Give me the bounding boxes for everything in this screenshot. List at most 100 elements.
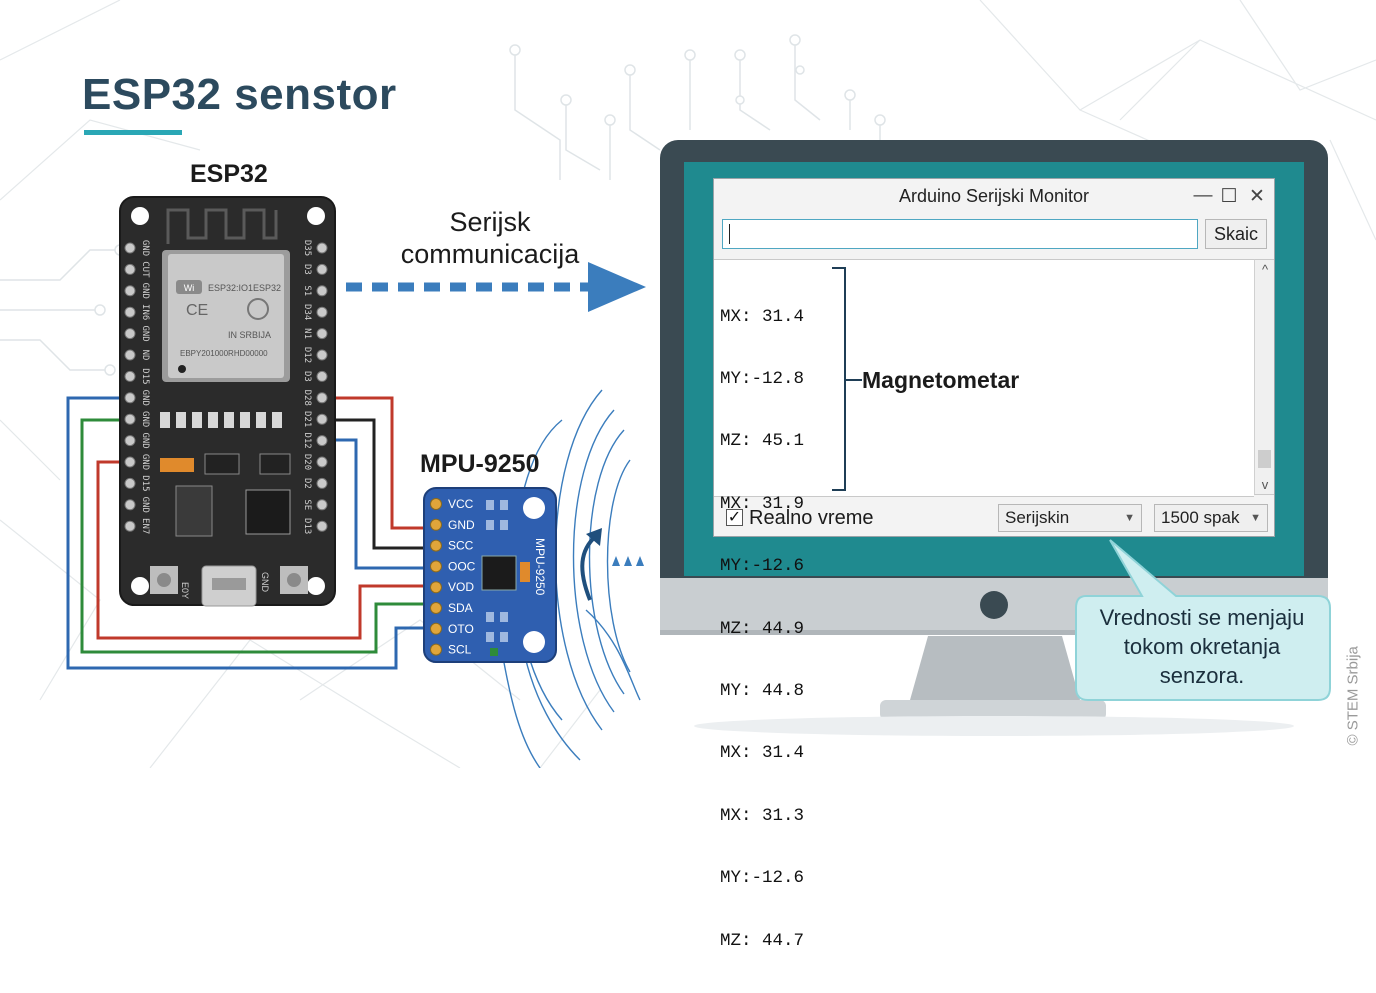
wire-black <box>322 418 428 550</box>
mpu-pin <box>430 518 442 531</box>
svg-text:CE: CE <box>186 302 208 319</box>
wire-blue-outer <box>66 396 428 670</box>
header-pin-label: D3 <box>302 264 312 275</box>
output-line: MY:-12.6 <box>720 868 805 889</box>
header-pin <box>316 520 328 532</box>
header-pin <box>124 306 136 318</box>
header-pin <box>316 370 328 382</box>
header-pin-label: GND <box>140 240 150 256</box>
header-pin <box>316 285 328 297</box>
window-titlebar[interactable]: Arduino Serijski Monitor — ☐ ✕ <box>714 179 1274 213</box>
background-pattern <box>0 0 1376 768</box>
serial-communication-line1: Serijsk <box>449 207 531 237</box>
header-pin-label: D12 <box>302 347 312 363</box>
chevron-up-icon[interactable]: ^ <box>1261 262 1269 277</box>
callout-bubble <box>1075 539 1331 701</box>
header-pin-label: GND <box>140 497 150 513</box>
module-origin-text: IN SRBIJA <box>228 330 271 340</box>
header-pin-label: D3 <box>302 371 312 382</box>
callout-line1: Vrednosti se menjaju <box>1099 605 1305 630</box>
output-line: MY: 44.8 <box>720 680 805 701</box>
header-pin-label: EN7 <box>140 518 150 534</box>
mpu-pin-label: OOC <box>448 559 476 573</box>
callout-line3: senzora. <box>1159 663 1245 688</box>
annotation-bracket <box>832 267 846 491</box>
header-pin <box>124 392 136 404</box>
header-pin-label: GND <box>140 390 150 406</box>
close-icon[interactable]: ✕ <box>1249 186 1265 207</box>
header-pin <box>316 349 328 361</box>
header-pin-label: D35 <box>302 240 312 256</box>
header-pin-label: D34 <box>302 304 312 320</box>
header-pin <box>124 435 136 447</box>
realtime-checkbox[interactable]: ✓ <box>726 509 743 526</box>
text-caret <box>729 224 730 244</box>
esp32-label: ESP32 <box>190 160 268 188</box>
header-pin-label: SE <box>302 499 312 510</box>
output-line: MY:-12.6 <box>720 556 805 577</box>
esp32-left-header: GNDCUTGNDIN6GNDNDD15GNDGNDGNDGNDD15GNDEN… <box>124 240 150 534</box>
baud-rate-value: 1500 spak <box>1161 508 1240 527</box>
output-line: MZ: 44.9 <box>720 618 805 639</box>
minimize-icon[interactable]: — <box>1193 185 1213 206</box>
header-pin-label: D15 <box>140 368 150 384</box>
mpu-pin <box>430 622 442 635</box>
output-line: MX: 31.4 <box>720 306 805 327</box>
baud-rate-select[interactable]: 1500 spak ▼ <box>1154 504 1268 532</box>
line-ending-value: Serijskin <box>1005 508 1070 527</box>
mpu-pin-label: SDA <box>448 601 473 615</box>
mpu-pin-label: OTO <box>448 622 474 636</box>
maximize-icon[interactable]: ☐ <box>1220 186 1238 207</box>
header-pin <box>124 456 136 468</box>
button-right-label: GND <box>260 572 270 593</box>
mpu-pin-label: VCC <box>448 497 474 511</box>
header-pin <box>124 349 136 361</box>
header-pin <box>124 499 136 511</box>
window-title: Arduino Serijski Monitor <box>898 186 1090 206</box>
header-pin <box>316 413 328 425</box>
header-pin <box>124 242 136 254</box>
output-line: MY:-12.8 <box>720 368 805 389</box>
header-pin-label: D20 <box>302 454 312 470</box>
header-pin-label: D15 <box>140 475 150 491</box>
realtime-checkbox-label: Realno vreme <box>749 507 874 529</box>
chevron-down-icon[interactable]: v <box>1261 477 1269 492</box>
header-pin-label: CUT <box>140 261 150 278</box>
serial-input[interactable] <box>722 219 1198 249</box>
output-scrollbar[interactable]: ^ v <box>1254 259 1274 495</box>
communication-arrow <box>346 262 646 312</box>
serial-monitor-window: Arduino Serijski Monitor — ☐ ✕ Skaic ^ v… <box>713 178 1275 951</box>
header-pin-label: D12 <box>302 432 312 448</box>
header-pin <box>316 435 328 447</box>
header-pin <box>124 520 136 532</box>
header-pin <box>124 285 136 297</box>
mpu-pin <box>430 581 442 594</box>
wire-red-right <box>322 396 428 530</box>
header-pin-label: S1 <box>302 285 312 296</box>
serial-communication-label: Serijsk communicacija <box>380 206 600 270</box>
header-pin <box>316 242 328 254</box>
send-button[interactable]: Skaic <box>1205 219 1267 249</box>
mpu-pin-label: SCL <box>448 643 472 657</box>
mpu-pin <box>430 539 442 552</box>
mpu-pin <box>430 498 442 510</box>
line-ending-select[interactable]: Serijskin ▼ <box>998 504 1142 532</box>
header-pin-label: N1 <box>302 328 312 339</box>
mpu-pin-label: VOD <box>448 580 474 594</box>
output-line: MX: 31.3 <box>720 805 805 826</box>
header-pin-label: D28 <box>302 390 312 406</box>
header-pin <box>316 328 328 340</box>
mpu-pin-label: SCC <box>448 539 474 553</box>
wire-blue-right <box>322 438 428 570</box>
callout-text: Vrednosti se menjaju tokom okretanja sen… <box>1086 603 1318 690</box>
output-line: MX: 31.9 <box>720 493 805 514</box>
module-brand-text: ESP32:IO1ESP32 <box>208 283 281 293</box>
header-pin <box>316 499 328 511</box>
callout-line2: tokom okretanja <box>1123 634 1281 659</box>
rotation-arrow <box>580 534 598 601</box>
scrollbar-thumb[interactable] <box>1258 450 1271 468</box>
header-pin <box>124 328 136 340</box>
checkmark-icon: ✓ <box>727 509 742 526</box>
